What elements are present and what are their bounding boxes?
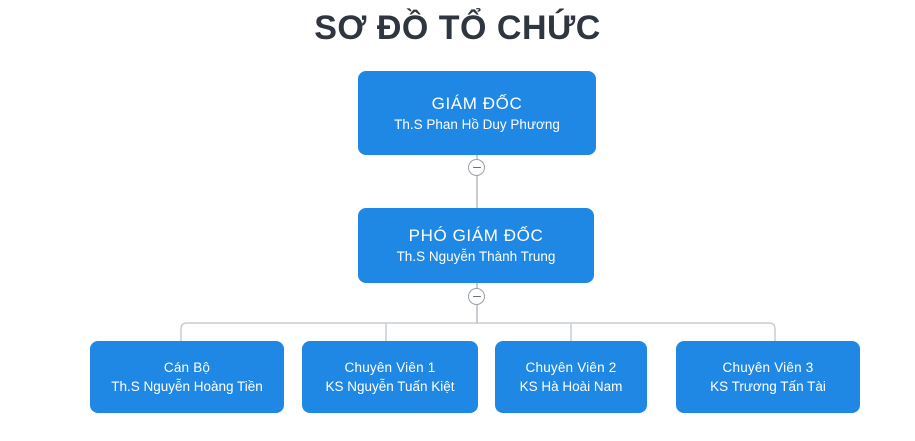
org-node-subtitle: Th.S Nguyễn Thành Trung bbox=[396, 249, 556, 264]
page-title: SƠ ĐỒ TỔ CHỨC bbox=[314, 9, 601, 47]
org-node-staff[interactable]: Chuyên Viên 3 KS Trương Tấn Tài bbox=[676, 341, 860, 413]
org-node-subtitle: Th.S Phan Hồ Duy Phương bbox=[394, 116, 560, 132]
org-node-director[interactable]: GIÁM ĐỐC Th.S Phan Hồ Duy Phương bbox=[358, 71, 596, 155]
org-node-staff[interactable]: Chuyên Viên 1 KS Nguyễn Tuấn Kiệt bbox=[302, 341, 478, 413]
org-node-title: PHÓ GIÁM ĐỐC bbox=[408, 226, 544, 245]
org-node-subtitle: KS Nguyễn Tuấn Kiệt bbox=[325, 379, 455, 394]
org-node-title: Chuyên Viên 2 bbox=[525, 360, 617, 375]
collapse-toggle-director[interactable] bbox=[468, 159, 485, 176]
org-node-title: Cán Bộ bbox=[163, 360, 211, 375]
org-node-staff[interactable]: Cán Bộ Th.S Nguyễn Hoàng Tiền bbox=[90, 341, 284, 413]
org-node-subtitle: KS Trương Tấn Tài bbox=[710, 379, 826, 394]
org-node-title: Chuyên Viên 3 bbox=[722, 360, 814, 375]
collapse-toggle-deputy[interactable] bbox=[468, 288, 485, 305]
minus-icon bbox=[472, 166, 481, 169]
org-node-subtitle: Th.S Nguyễn Hoàng Tiền bbox=[111, 379, 263, 394]
minus-icon bbox=[472, 295, 481, 298]
org-node-staff[interactable]: Chuyên Viên 2 KS Hà Hoài Nam bbox=[495, 341, 647, 413]
org-node-title: Chuyên Viên 1 bbox=[344, 360, 436, 375]
org-node-deputy-director[interactable]: PHÓ GIÁM ĐỐC Th.S Nguyễn Thành Trung bbox=[358, 208, 594, 283]
connector-director-to-deputy bbox=[476, 155, 478, 208]
org-node-title: GIÁM ĐỐC bbox=[431, 93, 523, 113]
org-node-subtitle: KS Hà Hoài Nam bbox=[519, 379, 623, 394]
